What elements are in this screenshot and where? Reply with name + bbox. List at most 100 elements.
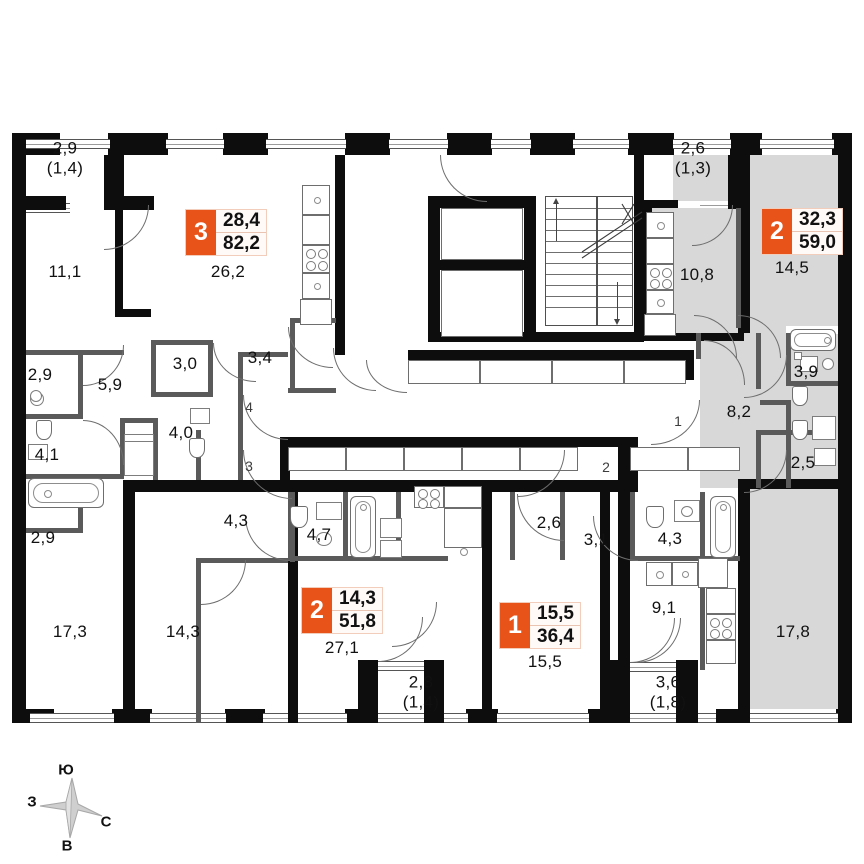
area-value: 4,7 (306, 525, 332, 545)
stair-flight-right (597, 196, 633, 326)
basin-39 (800, 356, 818, 372)
wall-exterior-top-7 (628, 133, 674, 155)
core-wall-bottom (428, 332, 536, 342)
area-17-8: 17,8 (776, 622, 810, 642)
window-bottom-5 (497, 713, 589, 723)
wall-highlight-left (738, 155, 750, 333)
area-value: 2,6 (680, 138, 706, 158)
area-value: 4,1 (34, 445, 60, 465)
door-number-3: 3 (245, 458, 253, 474)
kitchen-sink (302, 273, 330, 299)
area-4-1: 4,1 (35, 445, 60, 465)
corridor-panel-4 (624, 360, 686, 384)
iwall-40 (756, 430, 824, 435)
area-value: 2,9 (52, 138, 78, 158)
area-8-2: 8,2 (727, 402, 752, 422)
apartment-badge-2-bottom[interactable]: 2 14,3 51,8 (302, 588, 382, 633)
compass-label-west: З (27, 793, 37, 811)
kitchen-108-sinkdrain (657, 299, 665, 307)
window-balcony-2-8 (377, 661, 425, 671)
wall-exterior-top-8 (730, 133, 762, 155)
area-value: 5,9 (97, 375, 123, 395)
area-value: 2,5 (790, 453, 816, 473)
area-value: 8,2 (726, 402, 752, 422)
door-number-1: 1 (674, 413, 682, 429)
window-top-1 (26, 139, 110, 149)
area-value: 4,3 (657, 529, 683, 549)
window-bottom-4 (376, 713, 468, 723)
door-swing-2-8 (378, 617, 423, 662)
highlight-apt-2-right-g (748, 487, 838, 709)
bathtub-right-drain (720, 504, 727, 511)
iwall-20 (238, 352, 243, 480)
iwall-19 (290, 318, 295, 388)
corridor-panel-b3 (404, 447, 462, 471)
bathtub-left-drain (44, 490, 52, 498)
area-3-4: 3,4 (248, 348, 273, 368)
basin-center-2 (380, 518, 402, 538)
area-9-1: 9,1 (652, 598, 677, 618)
stove-burner-4 (318, 261, 328, 271)
area-14-3: 14,3 (166, 622, 200, 642)
area-value-secondary: (1,4) (46, 158, 84, 177)
wall-exterior-top-3 (223, 133, 268, 155)
iwall-24 (288, 556, 448, 561)
stair-wall-right (634, 155, 644, 342)
wc-right (646, 506, 664, 528)
stair-arrow-up (553, 198, 559, 241)
stove108-b2 (662, 268, 672, 278)
window-top-8 (760, 139, 834, 149)
window-bottom-2 (150, 713, 226, 723)
area-value: 14,3 (165, 622, 201, 642)
bathtub-39 (790, 329, 836, 351)
badge-total-area: 36,4 (537, 626, 574, 647)
area-value: 9,1 (651, 598, 677, 618)
area-value: 14,5 (774, 258, 810, 278)
area-value: 4,3 (223, 511, 249, 531)
door-swing-4-1 (83, 420, 124, 465)
core-corridor-wall (408, 350, 694, 360)
wall-balcony-3-6-left (600, 660, 620, 723)
wc-mid-left (189, 438, 205, 458)
wall-balcony-3-6-top (676, 660, 698, 670)
area-value: 2,9 (27, 365, 53, 385)
kitchen-cab-91b (706, 640, 736, 664)
area-17-3: 17,3 (53, 622, 87, 642)
stove91-b4 (722, 629, 732, 639)
area-value: 27,1 (324, 638, 360, 658)
door-number-value: 1 (674, 413, 682, 429)
washer-center (380, 540, 402, 558)
wall-balcony-3-6-right (676, 660, 698, 723)
wall-balcony-2-8-right (424, 660, 444, 723)
window-balcony-3-6 (620, 662, 678, 672)
wall-apt1-right (600, 492, 610, 723)
apartment-badge-2-right[interactable]: 2 32,3 59,0 (762, 209, 842, 254)
area-4-3-right: 4,3 (658, 529, 683, 549)
stove-burner-2 (318, 249, 328, 259)
area-3-0: 3,0 (173, 354, 198, 374)
bathtub-center-drain (360, 504, 367, 511)
drain-center (316, 532, 332, 546)
iwall-41 (736, 208, 741, 328)
area-5-9: 5,9 (98, 375, 123, 395)
wc-25 (792, 420, 808, 440)
kitchen-sink-91 (698, 558, 728, 588)
stove108-b4 (662, 279, 672, 289)
apartment-badge-1[interactable]: 1 15,5 36,4 (500, 603, 580, 648)
wall-exterior-bottom-3 (225, 709, 265, 723)
wall-right-corridor (686, 360, 694, 380)
washer-mid-left (124, 434, 154, 442)
stove-c-b1 (418, 489, 428, 499)
kitchen-cab-91 (706, 588, 736, 614)
window-top-2 (166, 139, 224, 149)
apartment-badge-3[interactable]: 3 28,4 82,2 (186, 210, 266, 255)
stove91-b2 (722, 618, 732, 628)
area-2-9-left: 2,9 (28, 365, 53, 385)
door-swing-balcony-left (104, 205, 149, 250)
stove91-b3 (710, 629, 720, 639)
basin-upper-right (794, 352, 802, 360)
iwall-36 (760, 400, 790, 405)
area-value: 4,0 (168, 423, 194, 443)
basin-center (316, 502, 342, 520)
corridor-panel-b2 (346, 447, 404, 471)
